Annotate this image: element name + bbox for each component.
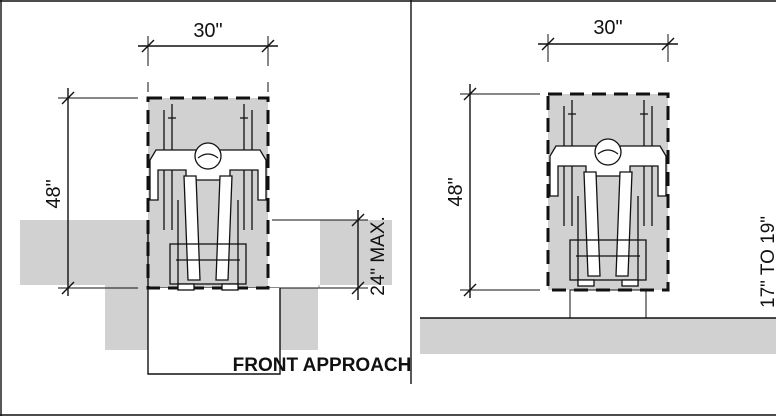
depth-label-right: 48" xyxy=(445,177,467,206)
seat-height-label: 17" TO 19" xyxy=(758,216,776,308)
wheelchair-figure-left xyxy=(149,104,267,291)
counter-edge-left xyxy=(147,220,281,375)
wheelchair-figure-right xyxy=(549,100,667,287)
right-panel xyxy=(420,92,776,354)
seat-outline-right xyxy=(569,289,647,319)
right-dimensions: 30" 48" 17" TO 19" xyxy=(445,17,776,308)
width-label-right: 30" xyxy=(593,17,622,39)
clear-floor-space-left xyxy=(148,98,268,288)
diagram-caption: FRONT APPROACH xyxy=(233,355,412,376)
width-label-left: 30" xyxy=(193,20,222,42)
depth-label-left: 48" xyxy=(43,179,65,208)
counter-section-left xyxy=(20,220,392,374)
left-dimensions: 30" 48" 24" MAX. xyxy=(43,20,389,300)
knee-clearance-label: 24" MAX. xyxy=(368,216,389,296)
left-panel xyxy=(20,96,392,375)
clear-floor-space-right xyxy=(548,94,668,290)
floor-slab-right xyxy=(420,318,776,354)
